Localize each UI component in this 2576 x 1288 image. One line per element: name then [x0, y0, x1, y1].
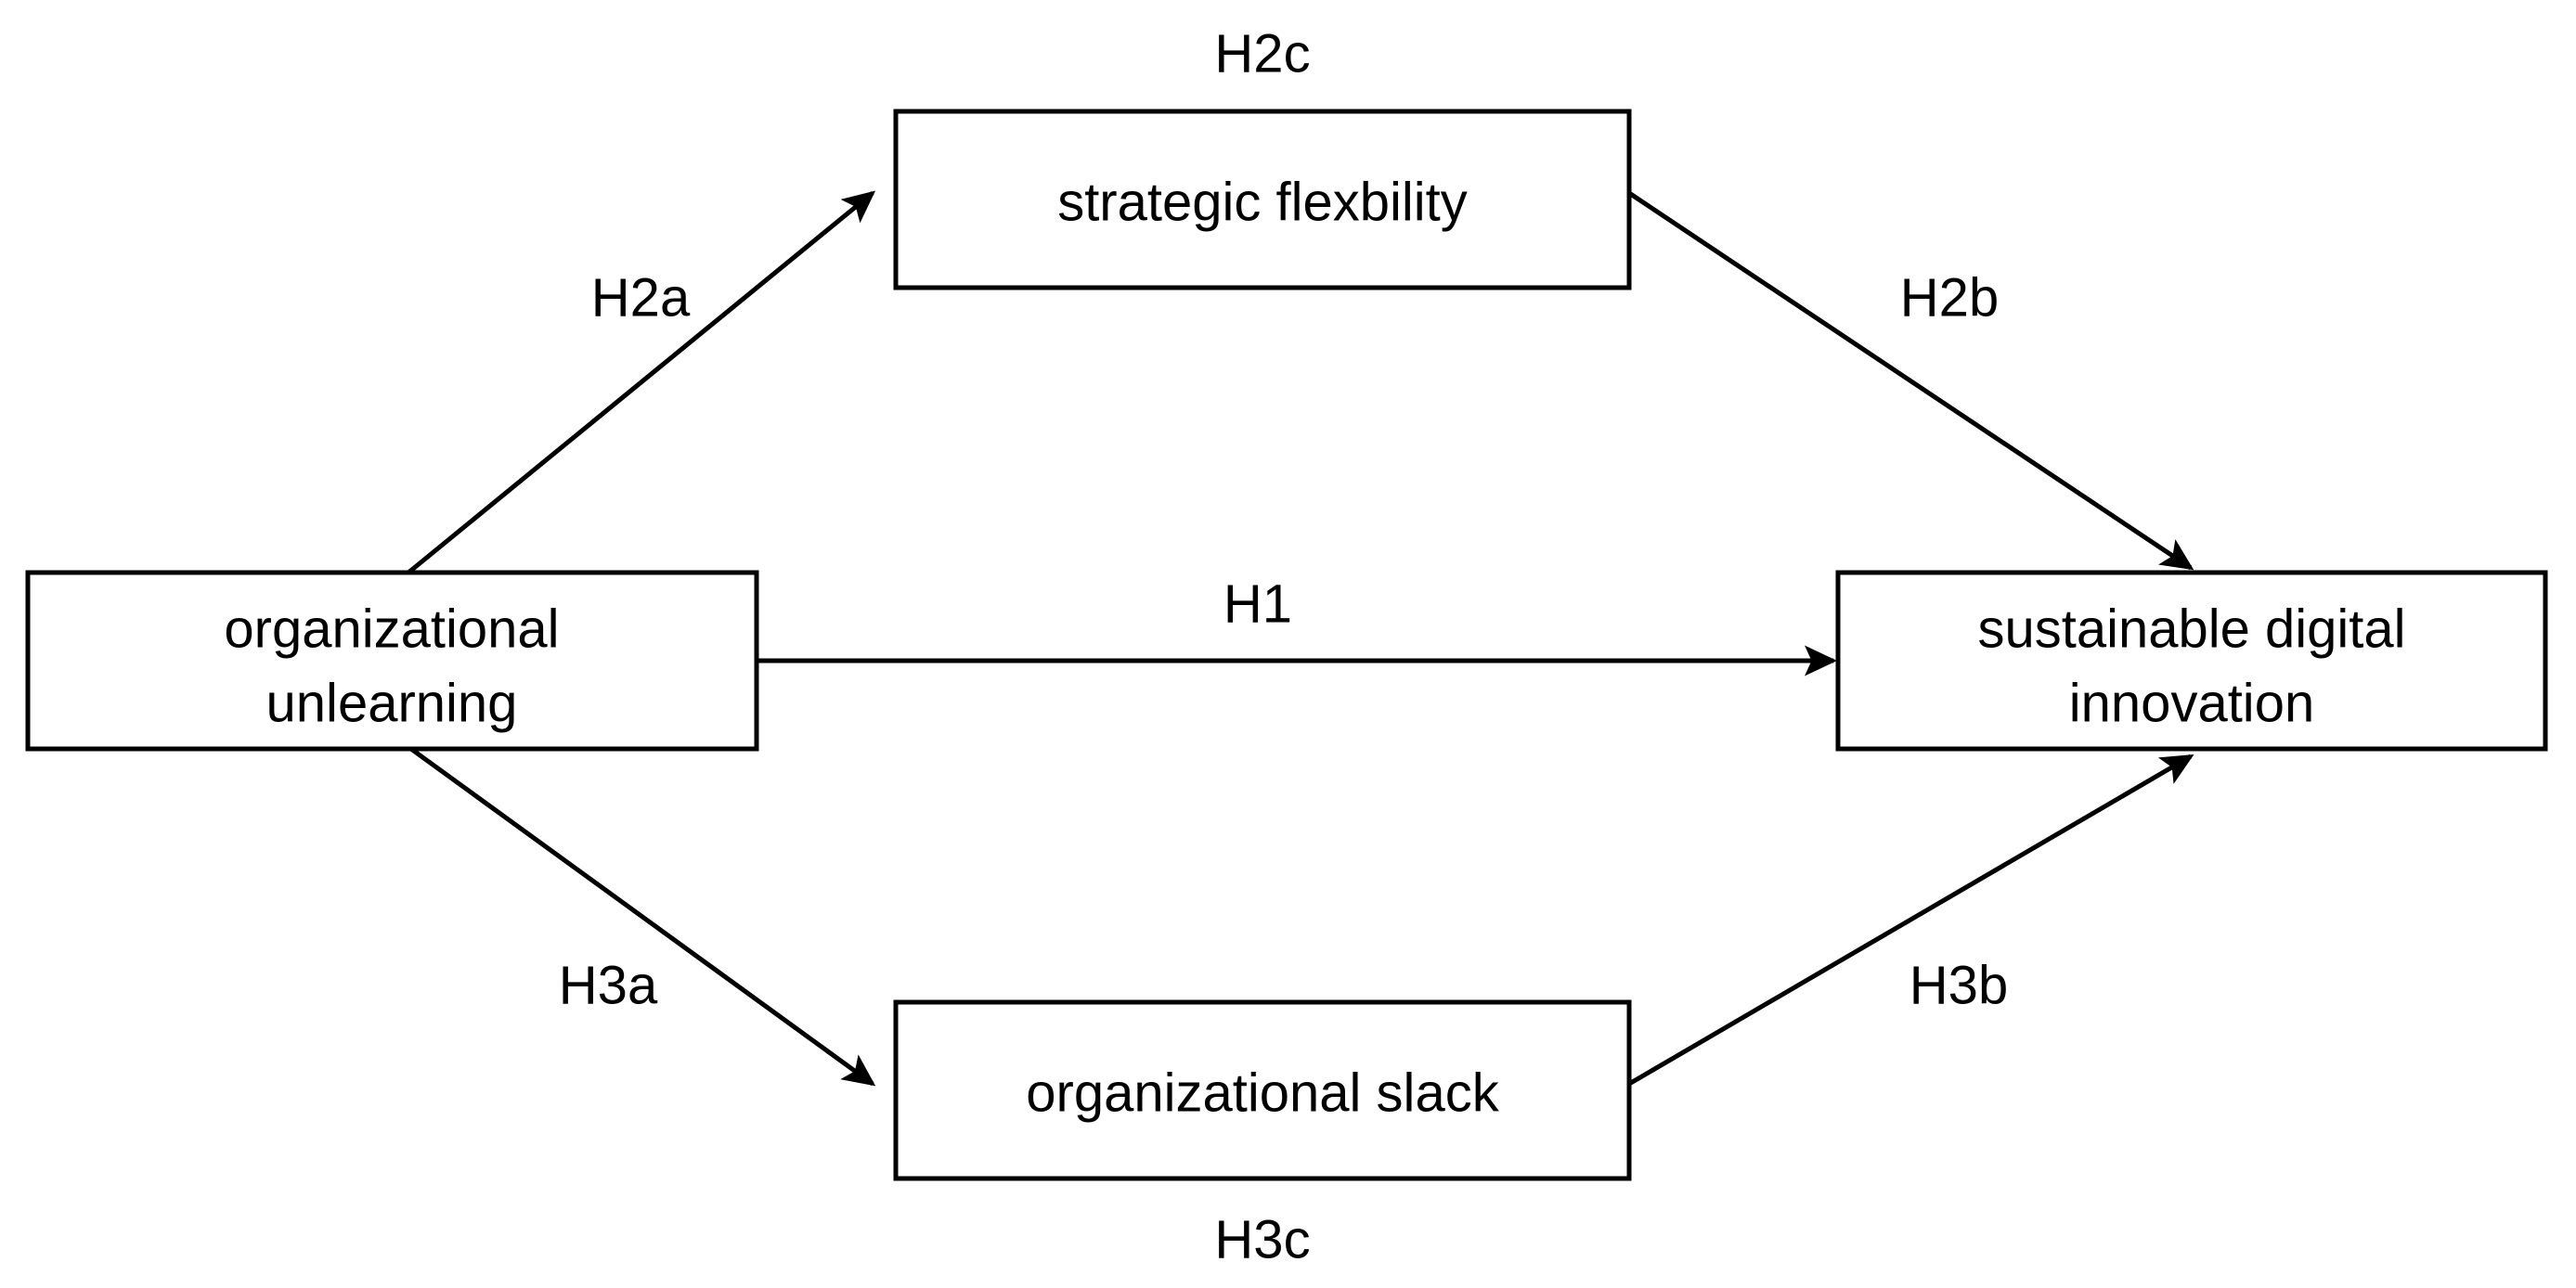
node-strategic-flexibility-label-line1: strategic flexbility: [1057, 172, 1468, 232]
node-sustainable-digital-innovation-label-line2: innovation: [2069, 673, 2314, 733]
edge-label-h3a: H3a: [559, 955, 658, 1015]
edge-label-h3b: H3b: [1909, 955, 2008, 1015]
edge-label-h2c: H2c: [1214, 23, 1310, 84]
node-organizational-slack-box[interactable]: [893, 999, 1632, 1181]
edge-h3a-line: [407, 744, 876, 1087]
node-organizational-slack-label-line1: organizational slack: [1026, 1063, 1499, 1123]
node-organizational-unlearning-label-line1: organizational: [224, 599, 559, 659]
node-organizational-unlearning-box[interactable]: [25, 570, 759, 752]
node-sustainable-digital-innovation-box[interactable]: [1835, 570, 2548, 752]
node-sustainable-digital-innovation-label-line1: sustainable digital: [1977, 599, 2405, 659]
node-strategic-flexibility[interactable]: strategic flexbility: [893, 109, 1632, 290]
edge-h2a-line: [407, 190, 876, 574]
edge-label-h3c: H3c: [1214, 1209, 1310, 1269]
node-organizational-slack[interactable]: organizational slack: [893, 999, 1632, 1181]
edge-label-h2a: H2a: [591, 267, 691, 328]
node-strategic-flexibility-box[interactable]: [893, 109, 1632, 290]
node-organizational-unlearning-label-line2: unlearning: [266, 673, 518, 733]
edge-label-h2b: H2b: [1900, 267, 1999, 328]
edge-label-h1: H1: [1223, 573, 1292, 634]
node-sustainable-digital-innovation[interactable]: sustainable digital innovation: [1835, 570, 2548, 752]
node-organizational-unlearning[interactable]: organizational unlearning: [25, 570, 759, 752]
edge-h3b-line: [1627, 753, 2194, 1087]
edge-h2b-line: [1627, 190, 2194, 571]
